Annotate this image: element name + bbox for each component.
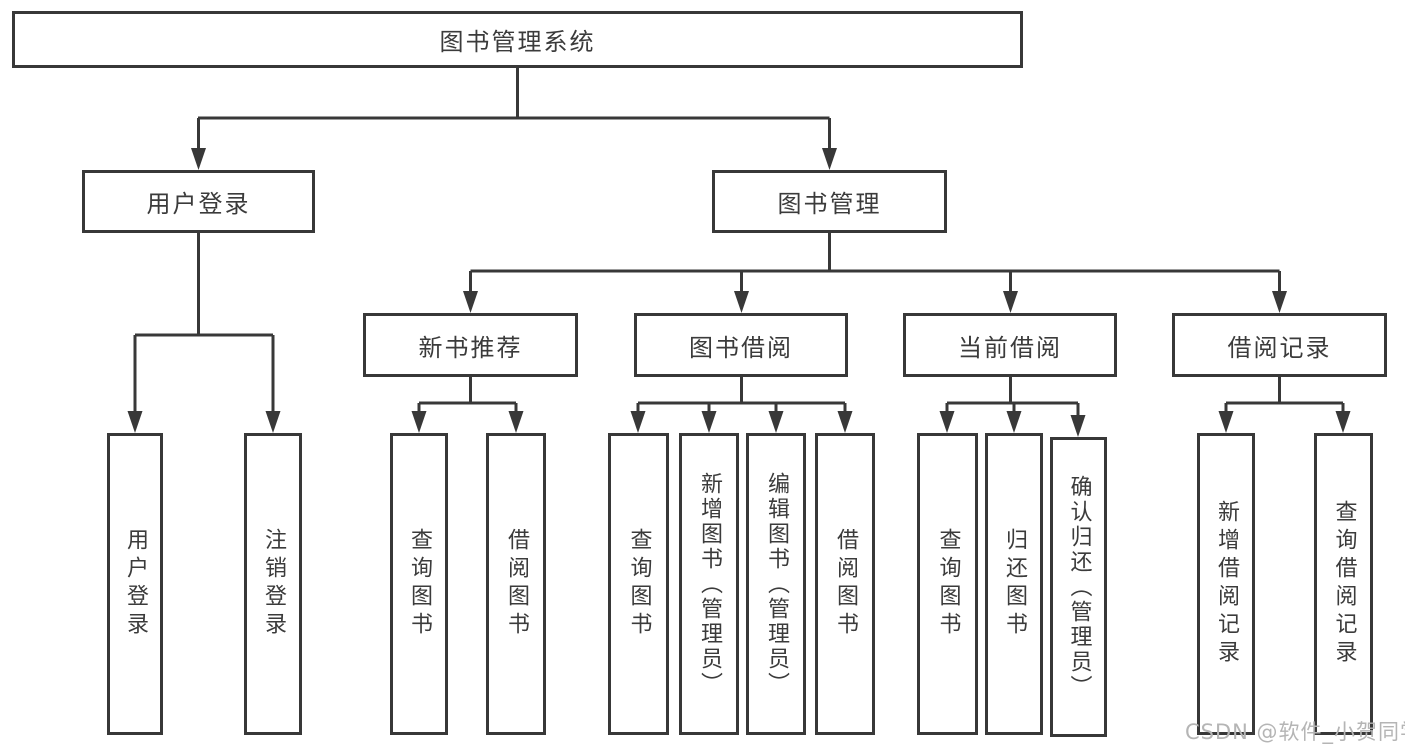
- node-label: 图书借阅: [689, 333, 793, 362]
- node-leaf-borrow-books-recommend: 借阅图书: [486, 433, 546, 735]
- node-new-book-recommend: 新书推荐: [363, 313, 578, 377]
- node-label: 查询图书: [407, 528, 432, 640]
- node-leaf-logout: 注销登录: [244, 433, 302, 735]
- node-label: 确认归还（管理员）: [1066, 474, 1092, 700]
- csdn-watermark: CSDN @软件_小贺同学: [1185, 720, 1405, 744]
- node-label: 图书管理: [777, 190, 882, 218]
- node-current-borrowing: 当前借阅: [903, 313, 1117, 377]
- node-label: 借阅图书: [833, 528, 858, 640]
- node-label: 用户登录: [146, 190, 251, 218]
- node-leaf-query-books-borrow: 查询图书: [608, 433, 669, 735]
- node-leaf-borrow-books: 借阅图书: [815, 433, 875, 735]
- node-leaf-add-books-admin: 新增图书（管理员）: [679, 433, 739, 735]
- node-label: 当前借阅: [958, 333, 1062, 362]
- node-label: 编辑图书（管理员）: [764, 471, 789, 697]
- node-borrow-records: 借阅记录: [1172, 313, 1387, 377]
- node-leaf-query-borrow-record: 查询借阅记录: [1314, 433, 1373, 735]
- node-label: 借阅图书: [504, 528, 529, 640]
- node-root-system: 图书管理系统: [12, 11, 1023, 68]
- node-book-management: 图书管理: [712, 170, 947, 233]
- node-leaf-confirm-return-admin: 确认归还（管理员）: [1050, 437, 1107, 737]
- node-label: 图书管理系统: [439, 28, 596, 56]
- node-label: 归还图书: [1002, 528, 1027, 640]
- node-label: 用户登录: [123, 528, 148, 640]
- node-leaf-return-books: 归还图书: [985, 433, 1043, 735]
- node-label: 查询图书: [626, 528, 652, 640]
- node-leaf-query-books-current: 查询图书: [917, 433, 978, 735]
- node-label: 查询借阅记录: [1331, 500, 1357, 668]
- node-label: 借阅记录: [1227, 333, 1332, 362]
- node-leaf-user-login: 用户登录: [107, 433, 163, 735]
- node-label: 新书推荐: [418, 333, 523, 362]
- node-label: 注销登录: [261, 528, 286, 640]
- node-label: 新增图书（管理员）: [697, 471, 722, 697]
- node-leaf-query-books-recommend: 查询图书: [390, 433, 448, 735]
- node-label: 查询图书: [935, 528, 961, 640]
- node-label: 新增借阅记录: [1214, 500, 1239, 668]
- node-book-borrowing: 图书借阅: [634, 313, 848, 377]
- node-leaf-edit-books-admin: 编辑图书（管理员）: [746, 433, 806, 735]
- node-user-login: 用户登录: [82, 170, 315, 233]
- node-leaf-add-borrow-record: 新增借阅记录: [1197, 433, 1255, 735]
